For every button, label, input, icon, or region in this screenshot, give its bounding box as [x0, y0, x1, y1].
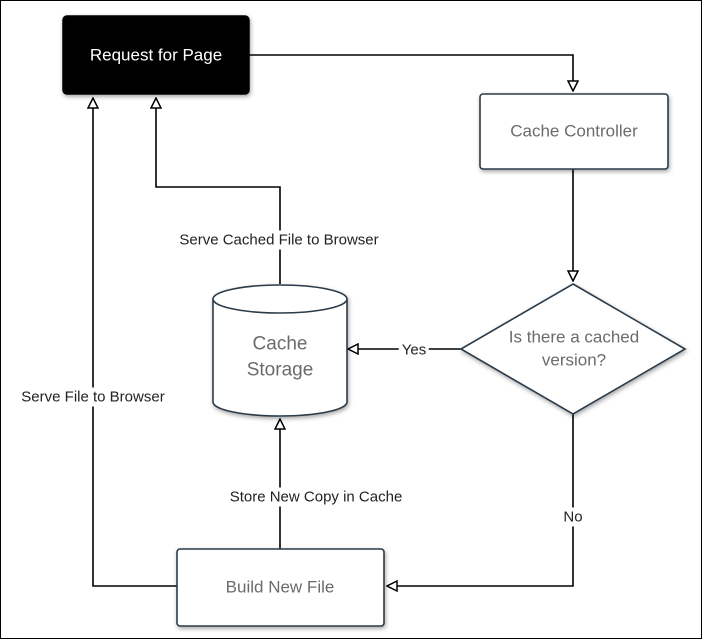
- request-for-page-label: Request for Page: [89, 45, 223, 65]
- edge-label-store-new-copy: Store New Copy in Cache: [226, 487, 406, 507]
- request-for-page-node: [62, 15, 250, 95]
- edge-build-to-request: [93, 98, 177, 587]
- cache-storage-label-line1: Cache: [252, 333, 308, 355]
- edge-label-yes: Yes: [398, 340, 430, 360]
- decision-label-line2: version?: [541, 350, 607, 370]
- edge-request-to-controller: [249, 54, 573, 91]
- build-new-file-label: Build New File: [225, 577, 335, 597]
- edge-storage-to-request: [156, 98, 281, 284]
- decision-label-line1: Is there a cached: [508, 327, 640, 347]
- cache-controller-node: [479, 93, 669, 170]
- edge-label-no: No: [560, 507, 586, 527]
- edge-decision-no-to-build: [387, 414, 574, 586]
- edge-label-serve-file: Serve File to Browser: [18, 387, 168, 407]
- cache-storage-label-line2: Storage: [246, 359, 314, 381]
- cache-controller-label: Cache Controller: [510, 121, 638, 141]
- cached-version-decision-node: [459, 283, 687, 415]
- edge-label-serve-cached-file: Serve Cached File to Browser: [176, 230, 382, 250]
- build-new-file-node: [176, 548, 385, 627]
- cache-storage-node: [212, 284, 348, 417]
